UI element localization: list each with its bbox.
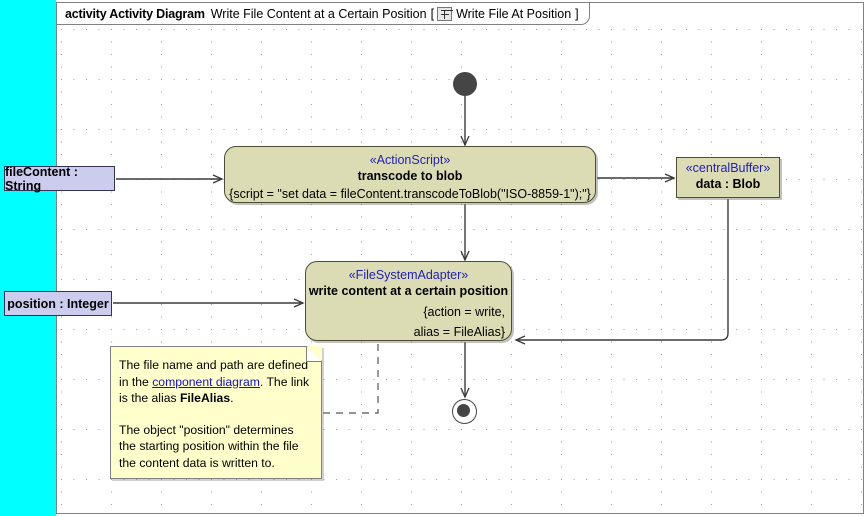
note-paragraph-2: The object "position" determines the sta… bbox=[119, 422, 299, 470]
stereotype-centralbuffer: «centralBuffer» bbox=[685, 161, 771, 175]
note-text-1d: is the alias bbox=[119, 391, 180, 405]
action-node-write-content[interactable]: «FileSystemAdapter» write content at a c… bbox=[305, 261, 512, 341]
activity-diagram-icon bbox=[437, 6, 453, 21]
note-text-filealias: FileAlias bbox=[179, 391, 231, 405]
stereotype-actionscript: «ActionScript» bbox=[369, 153, 451, 167]
action-body-transcode: {script = "set data = fileContent.transc… bbox=[229, 187, 591, 201]
note-paragraph-1: The file name and path are defined in th… bbox=[119, 357, 313, 407]
frame-diagram-name: Write File Content at a Certain Position bbox=[210, 6, 427, 21]
parameter-label-filecontent: fileContent : String bbox=[5, 164, 78, 193]
activity-parameter-position[interactable]: position : Integer bbox=[4, 291, 112, 316]
action-name-transcode: transcode to blob bbox=[357, 169, 463, 183]
initial-node[interactable] bbox=[453, 72, 477, 96]
action-body-write-line2: alias = FileAlias} bbox=[413, 325, 505, 339]
note-text-1e: . bbox=[230, 391, 234, 405]
action-name-write-content: write content at a certain position bbox=[308, 284, 509, 298]
parameter-label-position: position : Integer bbox=[7, 296, 109, 311]
central-buffer-node[interactable]: «centralBuffer» data : Blob bbox=[676, 157, 780, 198]
frame-qualified-name: Write File At Position bbox=[456, 6, 572, 21]
note-link-component-diagram[interactable]: component diagram bbox=[152, 374, 260, 389]
note-text-1b: in the bbox=[119, 374, 153, 389]
note-text-1c: . The link bbox=[259, 374, 310, 389]
note-comment[interactable]: The file name and path are defined in th… bbox=[110, 346, 322, 479]
frame-title-tab: activity Activity Diagram Write File Con… bbox=[57, 3, 590, 25]
note-text-1a: The file name and path are defined bbox=[119, 358, 309, 372]
activity-parameter-filecontent[interactable]: fileContent : String bbox=[4, 164, 115, 193]
left-color-strip bbox=[0, 0, 56, 516]
frame-keyword: activity Activity Diagram bbox=[65, 6, 205, 21]
stereotype-filesystemadapter: «FileSystemAdapter» bbox=[348, 268, 469, 282]
activity-final-node[interactable] bbox=[452, 399, 477, 424]
frame-bracket-open: [ bbox=[430, 6, 435, 21]
action-body-write-line1: {action = write, bbox=[423, 305, 505, 319]
action-node-transcode-to-blob[interactable]: «ActionScript» transcode to blob {script… bbox=[224, 146, 596, 203]
frame-bracket-close: ] bbox=[575, 6, 579, 21]
central-buffer-name: data : Blob bbox=[695, 177, 761, 191]
